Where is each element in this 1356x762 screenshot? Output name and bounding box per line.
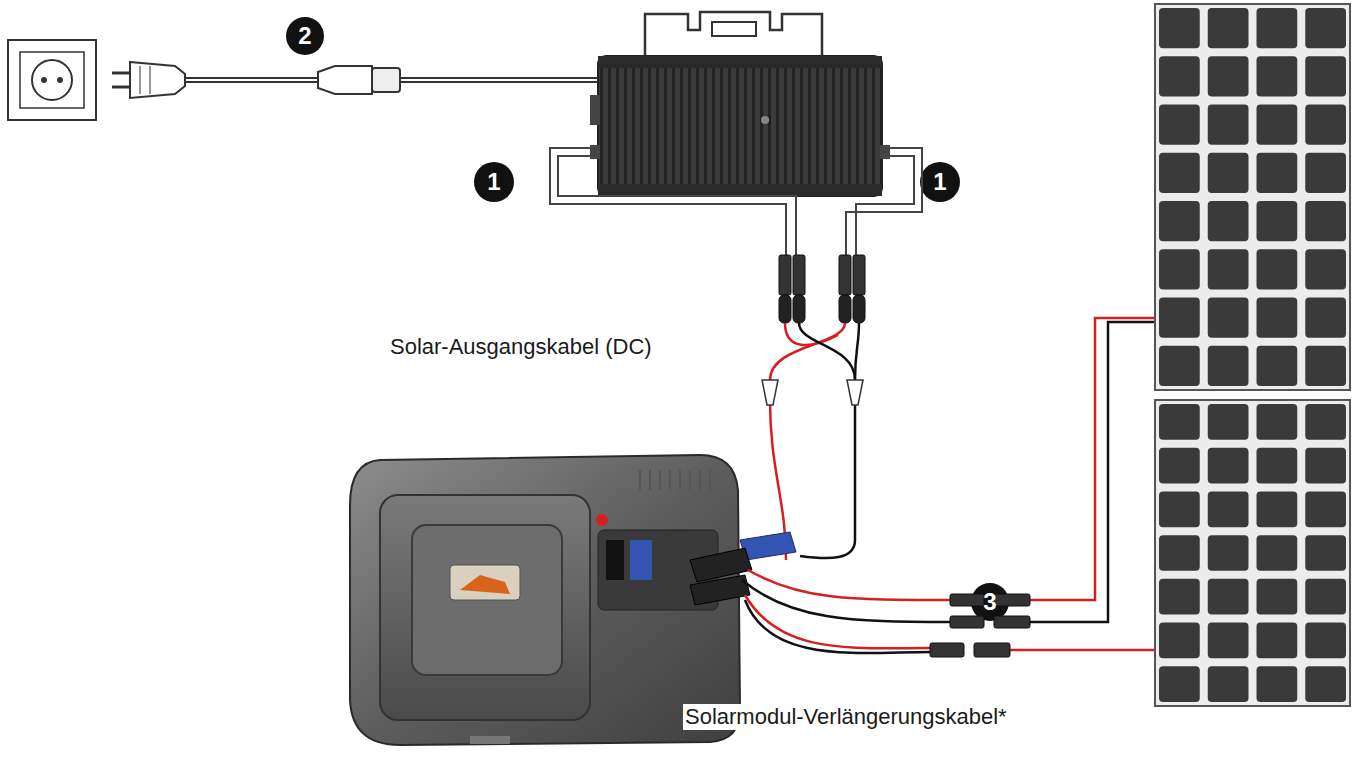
solar-cell <box>1159 298 1200 338</box>
solar-cell <box>1208 56 1249 96</box>
solar-cell <box>1257 346 1298 386</box>
solar-cell <box>1257 153 1298 193</box>
solar-cell <box>1305 404 1346 440</box>
solar-cell <box>1305 201 1346 241</box>
solar-cell <box>1159 56 1200 96</box>
mc4-connectors <box>779 255 865 323</box>
solar-cell <box>1305 153 1346 193</box>
solar-cell <box>1257 8 1298 48</box>
solar-cell <box>1208 491 1249 527</box>
solar-cell <box>1305 448 1346 484</box>
callout-number: 1 <box>487 170 500 194</box>
solar-cell <box>1159 491 1200 527</box>
solar-cell <box>1208 404 1249 440</box>
solar-cell <box>1305 623 1346 659</box>
solar-cell <box>1159 8 1200 48</box>
solar-cell <box>1159 201 1200 241</box>
solar-cell <box>1257 249 1298 289</box>
solar-cell <box>1257 491 1298 527</box>
solar-cell <box>1257 56 1298 96</box>
solar-cell <box>1208 249 1249 289</box>
solar-cell <box>1305 491 1346 527</box>
solar-cell <box>1208 346 1249 386</box>
solar-cell <box>1159 535 1200 571</box>
solar-cell <box>1159 346 1200 386</box>
y-clips <box>762 380 863 405</box>
dc-cables <box>550 148 922 255</box>
solar-cell <box>1305 8 1346 48</box>
solar-cell <box>1305 666 1346 702</box>
solar-cell <box>1208 153 1249 193</box>
extension-cables <box>742 318 1155 653</box>
solar-cell <box>1208 666 1249 702</box>
solar-cell <box>1208 448 1249 484</box>
solar-cell <box>1257 579 1298 615</box>
solar-cell <box>1159 105 1200 145</box>
solar-panels <box>1155 4 1350 706</box>
solar-cell <box>1257 105 1298 145</box>
microinverter <box>590 12 890 196</box>
solar-cell <box>1208 623 1249 659</box>
cable-label: Solarmodul-Verlängerungskabel* <box>683 704 1009 730</box>
solar-cell <box>1208 579 1249 615</box>
wall-socket <box>8 40 96 120</box>
solar-cell <box>1159 153 1200 193</box>
solar-cell <box>1305 105 1346 145</box>
solar-cell <box>1305 346 1346 386</box>
solar-cell <box>1159 249 1200 289</box>
solar-cell <box>1257 535 1298 571</box>
solar-cell <box>1305 535 1346 571</box>
solar-cell <box>1208 298 1249 338</box>
solar-cell <box>1208 8 1249 48</box>
solar-cell <box>1305 56 1346 96</box>
callout-number: 1 <box>933 170 946 194</box>
cable-label: Solar-Ausgangskabel (DC) <box>388 334 654 360</box>
callout-number: 2 <box>298 24 311 48</box>
solar-cell <box>1159 666 1200 702</box>
solar-cell <box>1257 666 1298 702</box>
solar-cell <box>1159 448 1200 484</box>
solar-output-cable <box>770 323 859 560</box>
solar-cell <box>1159 579 1200 615</box>
extension-mc4 <box>930 594 1030 657</box>
solar-cell <box>1305 298 1346 338</box>
solar-cell <box>1257 623 1298 659</box>
solar-cell <box>1208 105 1249 145</box>
solar-cell <box>1208 201 1249 241</box>
station-connectors <box>690 532 796 605</box>
power-station <box>350 455 740 745</box>
solar-cell <box>1257 298 1298 338</box>
ac-plug-cable <box>112 62 600 98</box>
solar-cell <box>1257 404 1298 440</box>
solar-cell <box>1257 201 1298 241</box>
solar-cell <box>1305 579 1346 615</box>
solar-cell <box>1305 249 1346 289</box>
callout-number: 3 <box>983 590 996 614</box>
solar-cell <box>1159 623 1200 659</box>
solar-cell <box>1208 535 1249 571</box>
solar-cell <box>1257 448 1298 484</box>
solar-cell <box>1159 404 1200 440</box>
